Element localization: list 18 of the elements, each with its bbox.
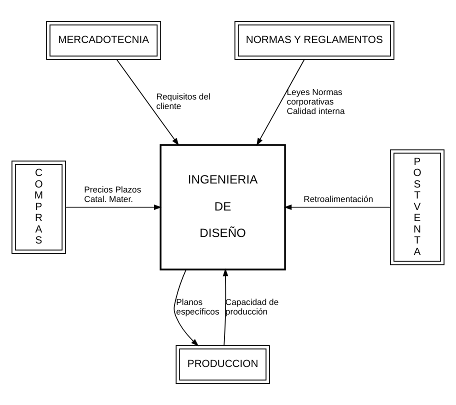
edge-label: Planos específicos <box>176 296 220 316</box>
edge-label: Capacidad de producción <box>225 296 279 316</box>
node-box: INGENIERIA DE DISEÑO <box>160 144 286 270</box>
node-box: COMPRAS <box>12 160 66 254</box>
arrow <box>222 268 228 346</box>
edge-label: Precios Plazos Catal. Mater. <box>84 184 142 204</box>
edge-label: Leyes Normas corporativas Calidad interna <box>286 86 345 116</box>
edge-label: Requisitos del cliente <box>156 92 210 112</box>
arrow <box>65 204 162 210</box>
node-box: MERCADOTECNIA <box>46 21 162 60</box>
arrow <box>116 59 179 146</box>
arrow <box>284 204 391 210</box>
node-box: NORMAS Y REGLAMENTOS <box>234 21 394 60</box>
arrow <box>256 59 305 146</box>
node-box: POSTVENTA <box>390 149 444 266</box>
node-box: PRODUCCION <box>176 345 270 384</box>
arrow <box>174 269 199 346</box>
edge-label: Retroalimentación <box>304 194 374 204</box>
